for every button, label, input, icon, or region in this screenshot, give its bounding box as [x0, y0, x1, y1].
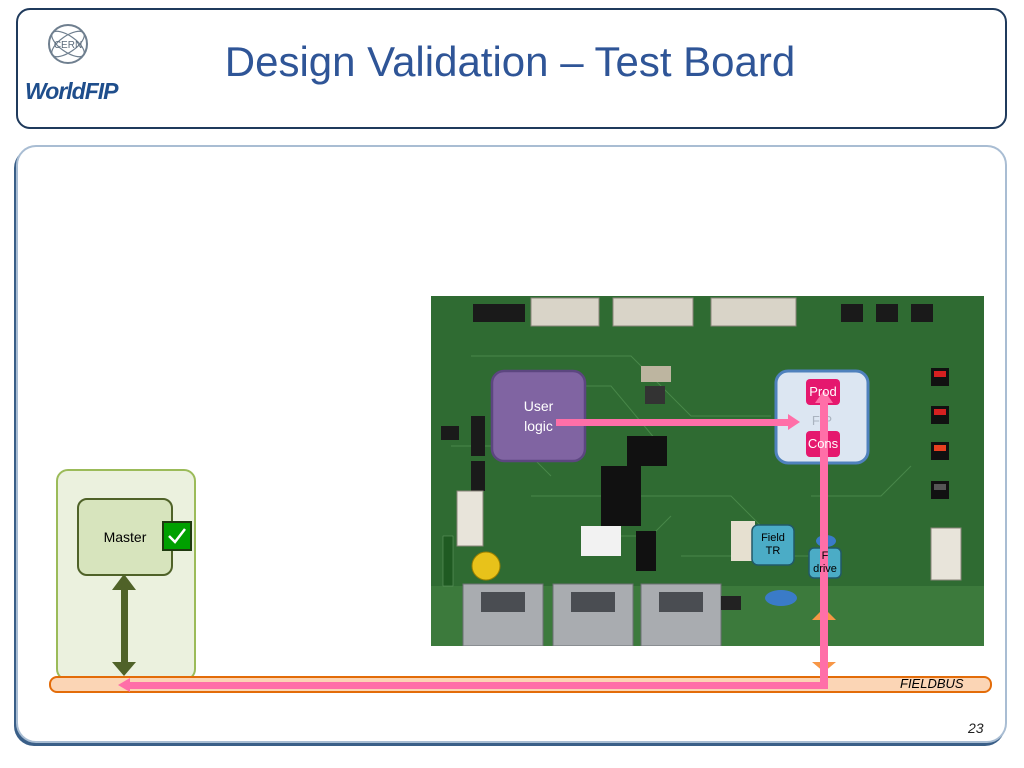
master-box: Master — [77, 498, 173, 576]
worldfip-logo: WorldFIP — [25, 78, 119, 104]
page-number: 23 — [968, 720, 984, 736]
prod-label: Prod — [809, 384, 837, 399]
field-driver-label: F drive — [809, 550, 841, 576]
fieldbus-label: FIELDBUS — [900, 676, 964, 691]
field-tr-label: Field TR — [752, 532, 794, 558]
pink-flow-arrow — [118, 390, 833, 692]
field-tr-line2: TR — [765, 545, 781, 557]
cern-logo: CERN — [48, 24, 88, 64]
slide-title: Design Validation – Test Board — [224, 38, 796, 85]
field-driver-line1: F — [821, 550, 829, 562]
field-tr-box — [751, 524, 795, 566]
master-bus-arrow — [112, 574, 136, 676]
pcb-illustration — [431, 296, 984, 646]
user-logic-line1: User — [523, 398, 554, 414]
user-logic-line2: logic — [524, 418, 553, 434]
cons-label: Cons — [807, 436, 839, 451]
cern-logo-text: CERN — [54, 40, 82, 51]
user-logic-label: User logic — [492, 396, 585, 436]
user-logic-box — [490, 369, 587, 463]
test-board-photo — [431, 296, 984, 646]
title-frame — [16, 8, 1007, 129]
field-driver-line2: drive — [813, 563, 837, 575]
check-icon — [162, 521, 192, 551]
field-tr-line1: Field — [761, 532, 785, 544]
